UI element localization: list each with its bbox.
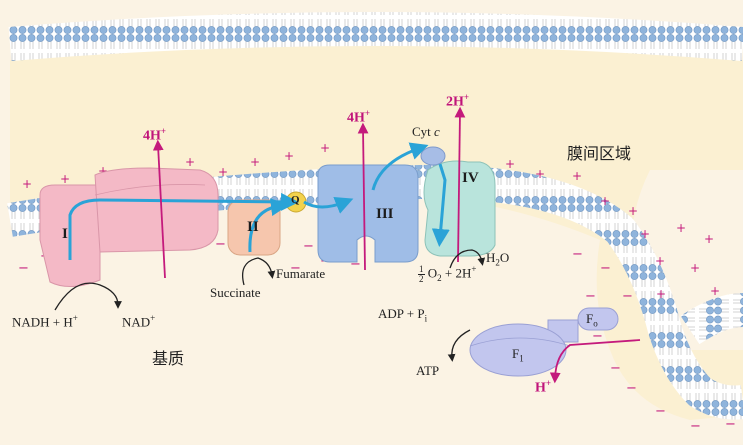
svg-text:+: + [535,167,545,181]
proton-arrow-iii [357,122,369,271]
f0-label: Fo [586,311,598,329]
succinate-arrow [241,257,276,286]
svg-text:+: + [628,204,638,218]
proton-label-atp: H+ [535,378,552,396]
svg-text:−: − [655,404,666,419]
oxygen-arrow [449,249,486,269]
complex-iii [317,164,419,263]
svg-text:−: − [303,239,314,254]
q-label: Q [291,194,300,206]
svg-text:+: + [284,149,294,163]
electron-path-ii [248,198,289,253]
atp-label: ATP [416,363,440,378]
svg-text:+: + [22,177,32,191]
f1-label: F1 [512,346,524,364]
h2o-label: H2O [486,250,510,268]
svg-text:+: + [505,157,515,171]
svg-text:+: + [600,194,610,208]
complex-iv-label: IV [462,170,479,186]
proton-label-i: 4H+ [143,126,167,144]
svg-text:−: − [725,417,736,432]
svg-text:−: − [610,361,621,376]
inner-membrane [7,164,743,420]
svg-text:+: + [320,141,330,155]
svg-text:−: − [690,419,701,434]
svg-text:−: − [600,261,611,276]
proton-label-iii: 4H+ [347,108,371,126]
outer-membrane [8,12,743,61]
inner-membrane-fold [680,293,743,345]
svg-text:+: + [676,221,686,235]
svg-text:−: − [215,237,226,252]
electron-path-i [68,192,299,260]
svg-text:+: + [710,284,720,298]
adp-label: ADP + Pi [378,306,428,324]
electron-path-q [303,196,354,214]
svg-text:−: − [350,257,361,272]
svg-text:+: + [60,172,70,186]
intermembrane-label: 膜间区域 [567,144,632,163]
svg-text:−: − [585,289,596,304]
complex-ii-label: II [247,219,259,235]
svg-text:+: + [656,287,666,301]
atp-synthase [469,307,619,377]
svg-text:−: − [572,247,583,262]
svg-text:+: + [250,155,260,169]
svg-text:−: − [18,261,29,276]
svg-text:+: + [655,254,665,268]
plus-charges: +++ +++ +++ +++ +++ +++ +++ [22,141,720,301]
succinate-label: Succinate [210,285,261,300]
svg-text:+: + [218,165,228,179]
svg-text:+: + [690,261,700,275]
fumarate-label: Fumarate [276,266,326,281]
svg-text:+: + [98,164,108,178]
svg-text:−: − [290,261,301,276]
svg-text:+: + [185,155,195,169]
svg-text:−: − [626,381,637,396]
svg-text:+: + [640,227,650,241]
nadh-arrow [54,282,122,311]
matrix-label: 基质 [152,349,185,368]
svg-text:−: − [592,329,603,344]
complex-i-label: I [62,226,68,242]
proton-label-iv: 2H+ [446,92,470,110]
svg-text:+: + [572,169,582,183]
nad-label: NAD+ [122,313,156,330]
proton-arrow-iv [454,106,466,263]
cytochrome-c [420,146,446,166]
proton-arrow-atp [549,339,641,384]
svg-text:+: + [704,232,714,246]
nadh-label: NADH + H+ [12,313,78,330]
intermembrane-space [10,45,743,420]
adp-arrow [447,329,471,362]
electron-path-iii [371,142,429,191]
svg-text:−: − [622,289,633,304]
proton-arrow-i [152,139,166,279]
cytc-label: Cyt c [412,124,440,139]
complex-iii-label: III [376,206,394,222]
electron-path-iv [431,163,450,247]
